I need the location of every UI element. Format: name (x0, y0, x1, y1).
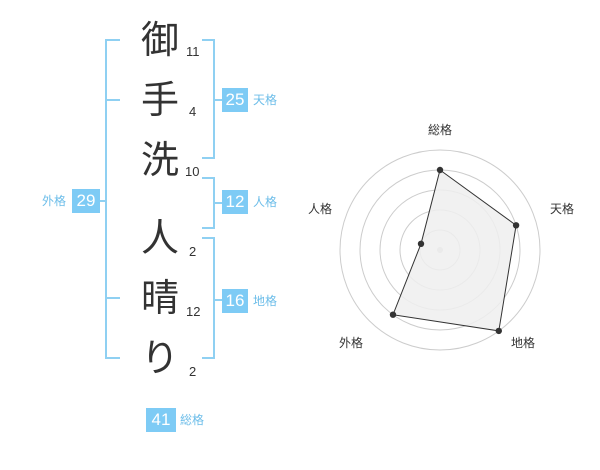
radar-label-tenkaku: 天格 (549, 202, 574, 216)
radar-chart (339, 149, 541, 351)
chikaku-label: 地格 (253, 294, 278, 308)
name-char-3: 洗 (140, 138, 179, 182)
jinkaku-bracket (202, 177, 215, 229)
tenkaku-label: 天格 (253, 93, 278, 107)
radar-point-5 (417, 240, 425, 247)
radar-point-2 (512, 222, 520, 229)
soukaku-label: 総格 (180, 413, 205, 427)
chikaku-score: 16 (222, 289, 248, 313)
stroke-count-6: 2 (189, 364, 197, 379)
name-char-6: り (140, 336, 179, 380)
stroke-count-3: 10 (185, 164, 200, 179)
tenkaku-bracket (202, 39, 215, 159)
stroke-count-4: 2 (189, 244, 197, 259)
radar-polygon (392, 169, 517, 332)
stroke-count-5: 12 (186, 304, 201, 319)
gaikaku-score: 29 (72, 189, 100, 213)
gaikaku-label: 外格 (42, 194, 67, 208)
soukaku-score: 41 (146, 408, 176, 432)
chikaku-bracket (202, 237, 215, 359)
name-char-4: 人 (140, 216, 179, 260)
tenkaku-score: 25 (222, 88, 248, 112)
radar-label-jinkaku: 人格 (307, 202, 332, 216)
radar-point-4 (389, 311, 397, 318)
radar-ring (339, 149, 541, 351)
stroke-count-2: 4 (189, 104, 197, 119)
gaikaku-bracket (105, 39, 120, 359)
radar-label-chikaku: 地格 (510, 336, 535, 350)
radar-point-1 (436, 166, 444, 174)
name-char-2: 手 (140, 78, 179, 122)
jinkaku-score: 12 (222, 190, 248, 214)
radar-label-gaikaku: 外格 (338, 336, 363, 350)
stroke-count-1: 11 (186, 44, 200, 59)
name-char-5: 晴 (140, 276, 179, 320)
jinkaku-label: 人格 (253, 195, 278, 209)
name-char-1: 御 (140, 18, 179, 62)
radar-point-3 (495, 327, 502, 335)
radar-label-soukaku: 総格 (427, 123, 452, 137)
